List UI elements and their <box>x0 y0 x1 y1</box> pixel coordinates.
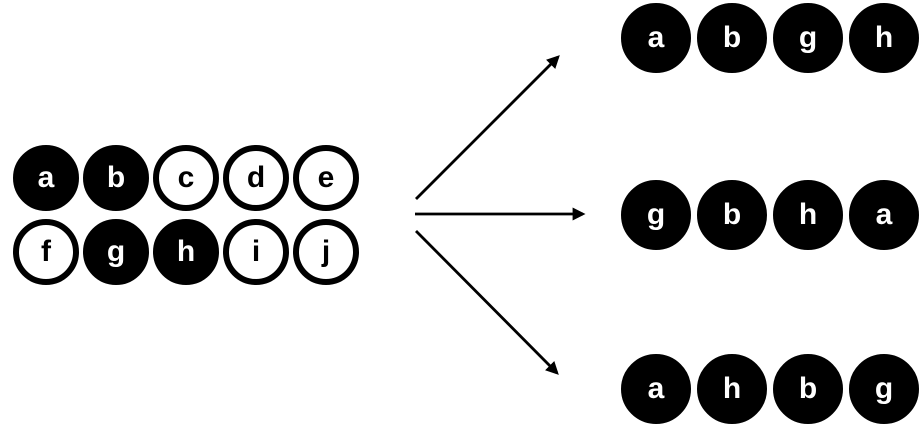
node-g-filled: g <box>83 219 149 285</box>
node-d-outlined: d <box>223 145 289 211</box>
node-h-filled: h <box>773 180 843 250</box>
node-a-filled: a <box>621 3 691 73</box>
node-g-filled: g <box>849 354 919 424</box>
node-c-outlined: c <box>153 145 219 211</box>
node-h-filled: h <box>849 3 919 73</box>
node-a-filled: a <box>13 145 79 211</box>
node-f-outlined: f <box>13 219 79 285</box>
node-h-filled: h <box>697 354 767 424</box>
node-g-filled: g <box>773 3 843 73</box>
node-b-filled: b <box>697 180 767 250</box>
node-b-filled: b <box>697 3 767 73</box>
node-a-filled: a <box>849 180 919 250</box>
node-b-filled: b <box>773 354 843 424</box>
node-h-filled: h <box>153 219 219 285</box>
node-b-filled: b <box>83 145 149 211</box>
node-j-outlined: j <box>293 219 359 285</box>
node-e-outlined: e <box>293 145 359 211</box>
arrow-1 <box>415 55 560 200</box>
node-a-filled: a <box>621 354 691 424</box>
node-i-outlined: i <box>223 219 289 285</box>
node-g-filled: g <box>621 180 691 250</box>
arrow-3 <box>415 230 559 375</box>
